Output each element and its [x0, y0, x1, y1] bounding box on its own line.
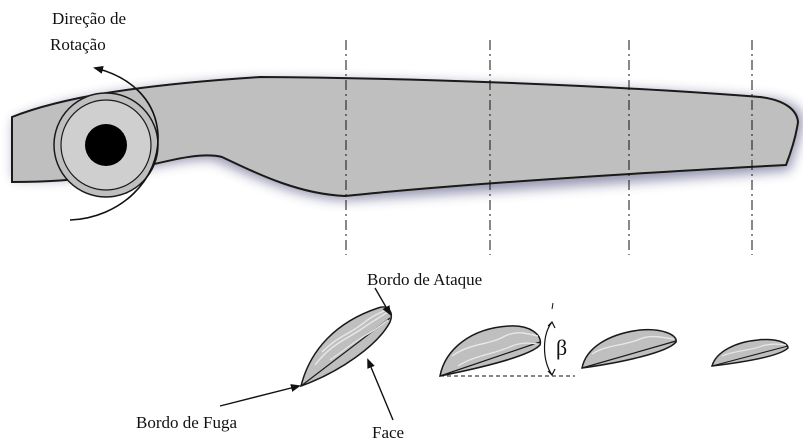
airfoil-section-2 [439, 325, 542, 377]
blade-planform [11, 75, 800, 198]
airfoil-section-3 [581, 328, 677, 369]
rotation-arrow [69, 66, 159, 221]
rotation-label-line1: Direção de [52, 9, 126, 28]
pitch-angle-construction: β [440, 302, 575, 377]
hub-shaft [85, 124, 127, 166]
face-label: Face [372, 423, 404, 441]
rotation-label-line2: Rotação [50, 35, 106, 54]
leading-edge-arrow [374, 287, 391, 316]
airfoil-section-4 [710, 338, 789, 367]
airfoil-section-1 [299, 306, 392, 388]
angle-beta-label: β [556, 335, 567, 360]
trailing-edge-label: Bordo de Fuga [136, 413, 238, 432]
leading-edge-label: Bordo de Ataque [367, 270, 482, 289]
angle-arc [543, 321, 553, 376]
trailing-edge-arrow [219, 384, 301, 407]
section-lines [345, 40, 753, 255]
face-arrow [367, 358, 394, 421]
